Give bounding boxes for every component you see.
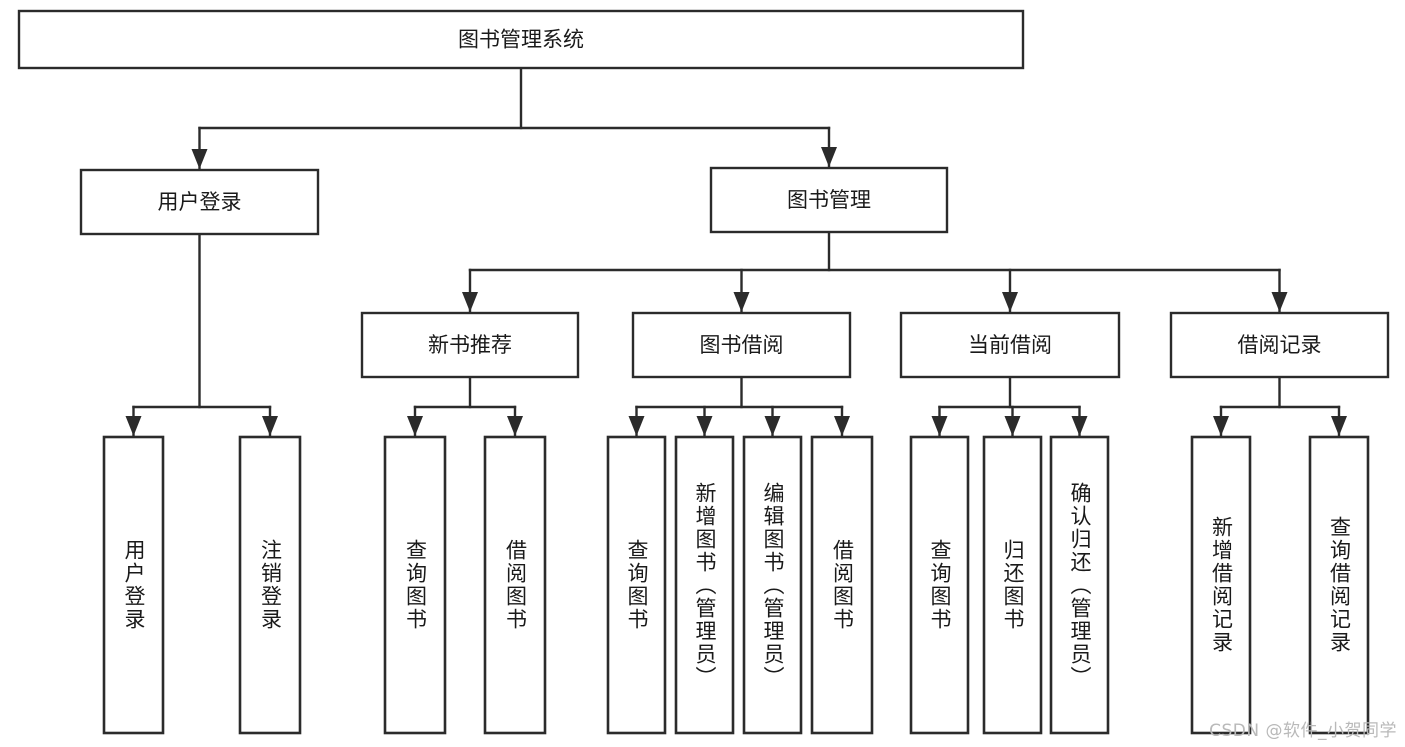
arrow-head [764, 416, 781, 436]
node-label-current-borrow: 当前借阅 [968, 333, 1052, 357]
node-label-user-login: 用户登录 [158, 190, 242, 214]
arrow-head [1213, 416, 1229, 436]
arrow-head [191, 149, 208, 169]
arrow-head [628, 416, 645, 436]
node-box-book-borrow[interactable] [631, 311, 852, 379]
node-label-new-book-rec: 新书推荐 [428, 333, 512, 357]
watermark-text: CSDN @软件_小贺同学 [1209, 721, 1397, 741]
node-box-leaf-query-borrow-record[interactable] [1308, 435, 1370, 735]
node-box-borrow-record[interactable] [1169, 311, 1390, 379]
arrow-head [1002, 292, 1018, 312]
node-label-borrow-record: 借阅记录 [1238, 333, 1322, 357]
node-box-leaf-user-login[interactable] [102, 435, 165, 735]
node-box-leaf-add-book-admin[interactable] [674, 435, 735, 735]
arrow-head [1271, 292, 1288, 312]
arrow-head [262, 416, 278, 436]
node-box-root[interactable] [17, 9, 1025, 70]
node-label-root: 图书管理系统 [458, 28, 584, 52]
node-box-leaf-edit-book-admin[interactable] [742, 435, 803, 735]
arrow-head [407, 416, 423, 436]
node-box-user-login[interactable] [79, 168, 320, 236]
node-box-leaf-borrow-book-rec[interactable] [483, 435, 547, 735]
node-box-leaf-confirm-return-admin[interactable] [1049, 435, 1110, 735]
arrow-head [821, 147, 837, 167]
arrow-head [834, 416, 850, 436]
node-box-leaf-add-borrow-record[interactable] [1190, 435, 1252, 735]
arrow-head [507, 416, 523, 436]
node-box-leaf-return-book[interactable] [982, 435, 1043, 735]
node-box-book-manage[interactable] [709, 166, 949, 234]
node-label-book-manage: 图书管理 [787, 188, 871, 212]
node-box-leaf-query-book-rec[interactable] [383, 435, 447, 735]
node-box-new-book-rec[interactable] [360, 311, 580, 379]
arrow-head [733, 292, 750, 312]
arrow-head [1071, 416, 1088, 436]
arrow-head [1331, 416, 1347, 436]
node-label-book-borrow: 图书借阅 [700, 333, 784, 357]
arrow-head [931, 416, 948, 436]
node-box-current-borrow[interactable] [899, 311, 1121, 379]
arrow-head [125, 416, 142, 436]
arrow-head [1004, 416, 1021, 436]
arrow-head [696, 416, 713, 436]
node-box-leaf-user-logout[interactable] [238, 435, 302, 735]
arrow-head [462, 292, 478, 312]
node-box-leaf-borrow-book[interactable] [810, 435, 874, 735]
node-box-leaf-query-book-borrow[interactable] [606, 435, 667, 735]
node-box-leaf-query-book-cur[interactable] [909, 435, 970, 735]
edges-layer [125, 66, 1347, 437]
